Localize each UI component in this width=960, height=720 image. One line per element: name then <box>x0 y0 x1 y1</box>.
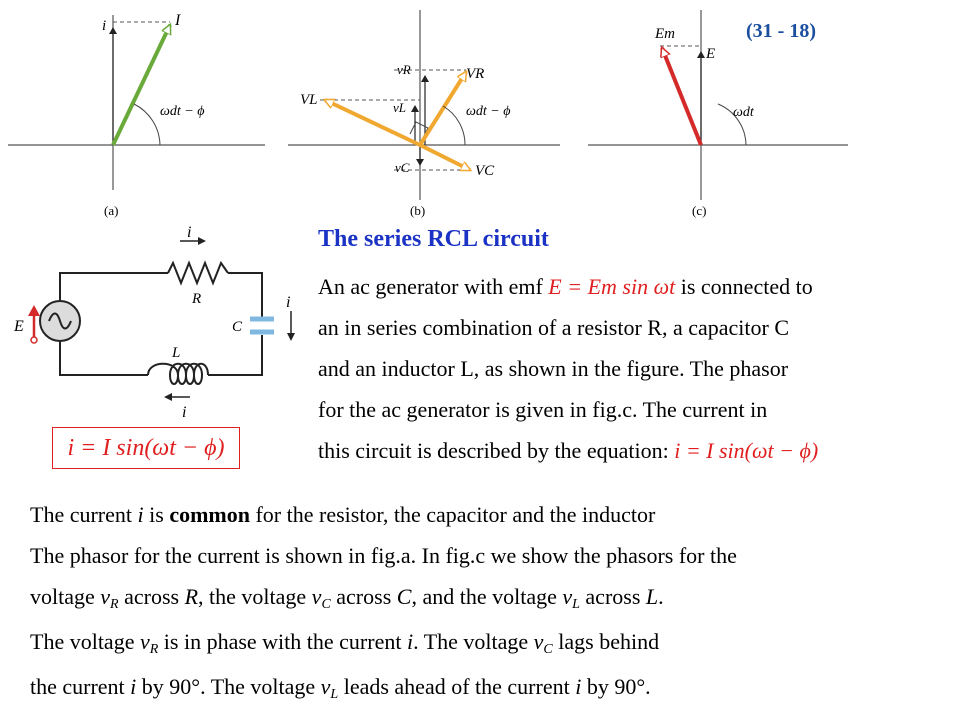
emf-phasor <box>662 48 703 146</box>
vc-phasor <box>419 143 470 172</box>
fig-a-phasor-label: I <box>174 12 181 29</box>
inductor-coil <box>147 362 209 385</box>
explanation-text: The current i is common for the resistor… <box>30 494 950 711</box>
fig-c-caption: (c) <box>692 203 706 218</box>
para-line-1: An ac generator with emf E = Em sin ωt i… <box>318 274 813 299</box>
figure-c: Em E ωdt (c) <box>588 10 848 218</box>
fig-c-angle-label: ωdt <box>733 105 755 120</box>
circuit-emf-label: E <box>13 318 24 335</box>
circuit-resistor-label: R <box>191 291 201 307</box>
fig-b-vc-small: vC <box>395 160 410 175</box>
intro-paragraph: An ac generator with emf E = Em sin ωt i… <box>318 266 958 471</box>
slide-number: (31 - 18) <box>746 20 816 42</box>
para-line-3: and an inductor L, as shown in the figur… <box>318 356 789 381</box>
fig-a-caption: (a) <box>104 203 118 218</box>
fig-b-vl-small: vL <box>393 100 406 115</box>
fig-b-angle-label: ωdt − ϕ <box>466 104 510 119</box>
bottom-line-2: The phasor for the current is shown in f… <box>30 543 737 568</box>
fig-b-vl-big: VL <box>300 92 318 108</box>
vr-phasor <box>418 72 468 147</box>
fig-a-axis-label: i <box>102 18 106 34</box>
circuit-inductor-label: L <box>171 345 180 361</box>
vl-phasor <box>325 98 421 147</box>
boxed-current-equation: i = I sin(ωt − ϕ) <box>52 427 240 469</box>
para-line-2: an in series combination of a resistor R… <box>318 315 790 340</box>
fig-b-vr-small: vR <box>397 62 411 77</box>
circuit-current-right: i <box>286 294 290 311</box>
rcl-circuit-diagram: i i i R C L E <box>13 225 295 421</box>
fig-b-caption: (b) <box>410 203 425 218</box>
circuit-capacitor-label: C <box>232 319 243 335</box>
current-phasor <box>111 25 172 146</box>
fig-a-angle-label: ωdt − ϕ <box>160 104 204 119</box>
bottom-line-5: the current i by 90°. The voltage vL lea… <box>30 674 651 702</box>
bottom-line-3: voltage vR across R, the voltage vC acro… <box>30 584 664 612</box>
fig-c-axis-label: E <box>705 46 715 62</box>
phasor-figures: i I ωdt − ϕ (a) VR vR VL vL VC vC ωdt − … <box>8 10 848 218</box>
fig-b-vc-big: VC <box>475 163 495 179</box>
section-heading: The series RCL circuit <box>318 226 549 252</box>
para-line-5: this circuit is described by the equatio… <box>318 438 819 463</box>
fig-b-vr-big: VR <box>466 66 484 82</box>
figure-b: VR vR VL vL VC vC ωdt − ϕ (b) <box>288 10 560 218</box>
emf-equation: E = Em sin ωt <box>548 274 676 299</box>
figure-a: i I ωdt − ϕ (a) <box>8 12 265 218</box>
para-line-4: for the ac generator is given in fig.c. … <box>318 397 768 422</box>
fig-c-phasor-label: Em <box>654 26 675 42</box>
resistor-symbol <box>167 260 229 286</box>
current-equation: i = I sin(ωt − ϕ) <box>674 438 819 463</box>
circuit-current-bottom: i <box>182 404 186 421</box>
bottom-line-1: The current i is common for the resistor… <box>30 502 656 527</box>
circuit-current-top: i <box>187 225 191 241</box>
bottom-line-4: The voltage vR is in phase with the curr… <box>30 629 660 657</box>
